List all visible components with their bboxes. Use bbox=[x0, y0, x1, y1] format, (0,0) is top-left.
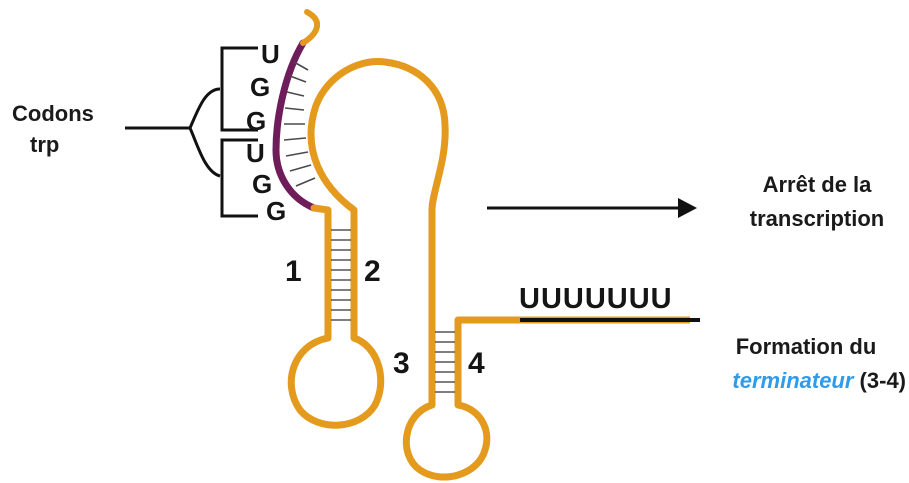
terminator-label-line2: terminateur (3-4) bbox=[706, 364, 906, 398]
codon-nucleotide: G bbox=[266, 196, 287, 226]
poly-u-sequence: UUUUUUU bbox=[519, 283, 673, 315]
codons-label-line2: trp bbox=[30, 132, 60, 157]
region-number-4: 4 bbox=[468, 347, 485, 380]
strand-stem-1-2 bbox=[287, 210, 385, 429]
strand-stem-3-4 bbox=[402, 316, 690, 481]
strand-5prime-end bbox=[300, 9, 320, 46]
terminator-label: Formation du terminateur (3-4) bbox=[706, 330, 906, 398]
stem-1-2-rungs bbox=[331, 229, 351, 321]
codon-nucleotide: G bbox=[252, 169, 273, 199]
region-number-1: 1 bbox=[285, 255, 302, 288]
codon-nucleotide: G bbox=[246, 106, 267, 136]
arrest-label-line1: Arrêt de la bbox=[762, 172, 872, 197]
terminator-range: (3-4) bbox=[853, 368, 906, 393]
codons-label-line1: Codons bbox=[12, 101, 94, 126]
region-number-3: 3 bbox=[393, 347, 410, 380]
codon-pairing-ticks bbox=[283, 61, 316, 187]
arrest-label-line2: transcription bbox=[749, 206, 885, 231]
trp-codon-segment bbox=[272, 39, 318, 212]
codon-nucleotide: U bbox=[261, 39, 280, 69]
stem-3-4-rungs bbox=[435, 331, 455, 393]
region-number-2: 2 bbox=[364, 255, 381, 288]
codons-curly-brace bbox=[188, 87, 221, 178]
codon-nucleotide: U bbox=[246, 138, 265, 168]
codon-brackets bbox=[220, 46, 258, 218]
codon-nucleotide: G bbox=[250, 72, 271, 102]
terminator-label-line1: Formation du bbox=[735, 334, 877, 359]
arrest-arrow-head bbox=[678, 198, 697, 218]
terminator-word: terminateur bbox=[732, 368, 854, 393]
arrest-label: Arrêt de la transcription bbox=[730, 168, 904, 236]
codons-trp-label: Codons trp bbox=[12, 98, 94, 160]
